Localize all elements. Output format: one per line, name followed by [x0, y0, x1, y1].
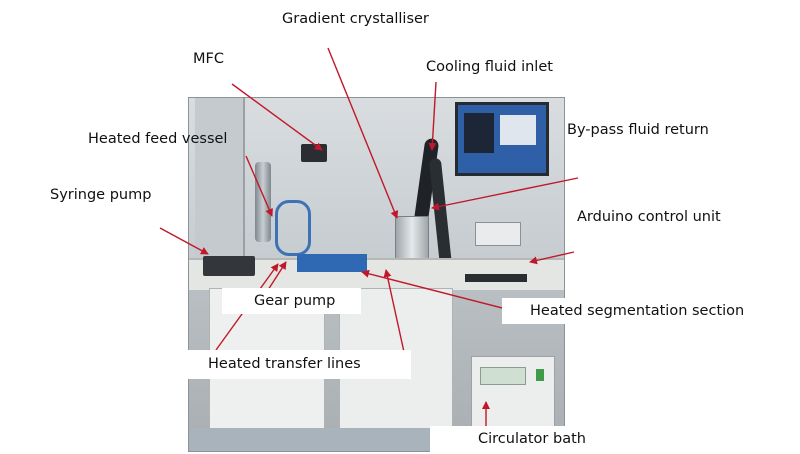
syringe-pump-device: [203, 256, 255, 276]
arrow-by-pass-fluid-return: [431, 177, 579, 211]
arrow-heated-segmentation-section: [361, 269, 511, 311]
label-gear-pump: Gear pump: [222, 288, 362, 314]
feed-vessel: [255, 162, 271, 242]
computer-monitor: [455, 102, 549, 176]
label-syringe-pump: Syringe pump: [50, 187, 152, 203]
arrow-cooling-fluid-inlet: [428, 81, 437, 151]
gear-pump-base: [297, 254, 367, 272]
arduino-box: [475, 222, 521, 246]
keyboard: [465, 274, 527, 282]
arrow-gear-pump: [267, 261, 287, 291]
arrow-gradient-crystalliser: [327, 47, 399, 219]
door-frame: [195, 98, 245, 268]
label-by-pass-fluid-return: By-pass fluid return: [567, 122, 709, 138]
lab-setup-photo: [188, 97, 565, 452]
arrow-arduino-control-unit: [529, 251, 575, 265]
label-arduino-control-unit: Arduino control unit: [577, 209, 721, 225]
label-heated-feed-vessel: Heated feed vessel: [88, 131, 228, 147]
label-cooling-fluid-inlet: Cooling fluid inlet: [426, 59, 553, 75]
arrow-syringe-pump: [159, 227, 209, 255]
label-mfc: MFC: [193, 51, 224, 67]
arrow-mfc: [231, 83, 323, 151]
label-circulator-bath: Circulator bath: [430, 426, 596, 452]
label-heated-segmentation-section: Heated segmentation section: [502, 298, 771, 324]
label-heated-transfer-lines: Heated transfer lines: [188, 350, 411, 379]
blue-tubing: [275, 200, 311, 256]
arrow-heated-feed-vessel: [245, 155, 273, 217]
label-gradient-crystalliser: Gradient crystalliser: [282, 11, 429, 27]
arrow-heated-transfer-lines-2: [383, 269, 405, 353]
